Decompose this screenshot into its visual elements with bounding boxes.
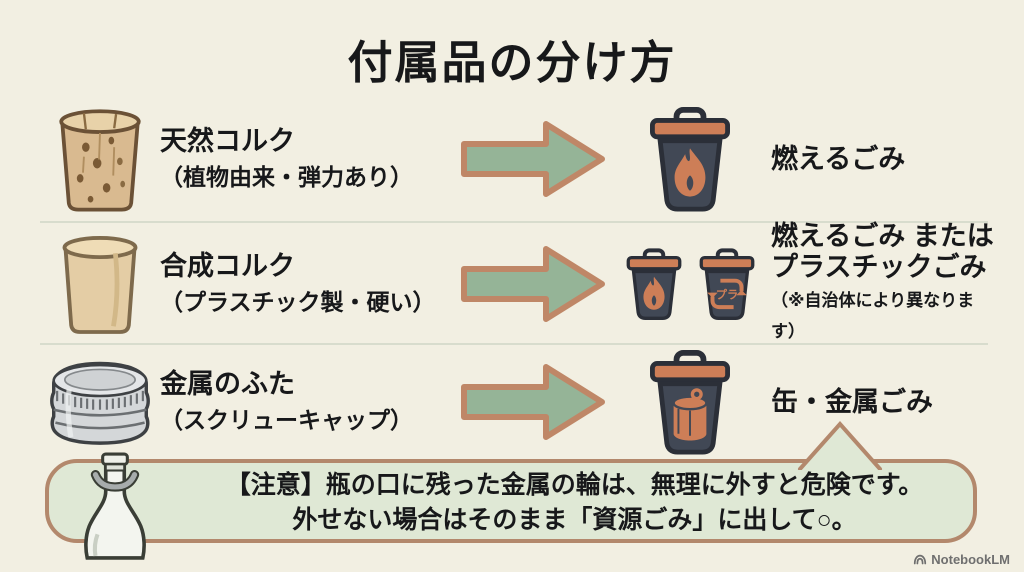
caution-line2: 外せない場合はそのまま「資源ごみ」に出して○。: [292, 506, 857, 534]
bottle-icon: [84, 452, 146, 560]
notebooklm-logo-icon: [914, 554, 927, 564]
caution-note-box: [45, 459, 977, 543]
notebooklm-watermark: NotebookLM: [913, 552, 1010, 567]
caution-line1: 【注意】瓶の口に残った金属の輪は、無理に外すと危険です。: [225, 471, 924, 499]
result-note: （※自治体により異なります）: [771, 291, 975, 341]
natural-cork-icon: [40, 104, 160, 214]
metal-cap-label: 金属のふた （スクリューキャップ）: [160, 366, 450, 438]
row-divider: [40, 221, 988, 223]
page-title: 付属品の分け方: [347, 37, 677, 88]
metal-cap-result: 缶・金属ごみ: [765, 387, 994, 418]
natural-cork-result: 燃えるごみ: [765, 144, 994, 175]
plastic-recycle-bin-icon: プラ: [699, 248, 754, 320]
result-line1: 燃えるごみ または: [771, 221, 994, 251]
metal-can-bin-icon: [615, 349, 765, 455]
label-line1: 合成コルク: [160, 251, 295, 281]
row-divider: [40, 343, 988, 345]
result-line2: プラスチックごみ: [771, 252, 987, 282]
synthetic-cork-result: 燃えるごみ または プラスチックごみ （※自治体により異なります）: [765, 221, 994, 347]
row-metal-cap: 金属のふた （スクリューキャップ） 缶・金属ごみ: [40, 346, 994, 458]
result-line1: 燃えるごみ: [771, 143, 906, 174]
bin-pair: プラ: [615, 238, 765, 330]
caution-note-text: 【注意】瓶の口に残った金属の輪は、無理に外すと危険です。 外せない場合はそのまま…: [165, 468, 984, 538]
burnable-bin-icon: [626, 248, 681, 320]
result-line1: 缶・金属ごみ: [771, 386, 933, 417]
row-natural-cork: 天然コルク （植物由来・弾力あり） 燃えるごみ: [40, 98, 994, 220]
arrow-icon: [450, 359, 615, 445]
label-line2: （植物由来・弾力あり）: [160, 164, 413, 190]
label-line1: 金属のふた: [160, 369, 295, 399]
arrow-icon: [450, 241, 615, 327]
metal-cap-icon: [40, 354, 160, 450]
natural-cork-label: 天然コルク （植物由来・弾力あり）: [160, 123, 450, 195]
row-synthetic-cork: 合成コルク （プラスチック製・硬い）: [40, 221, 994, 342]
synthetic-cork-label: 合成コルク （プラスチック製・硬い）: [160, 248, 450, 320]
label-line2: （スクリューキャップ）: [160, 407, 413, 433]
label-line1: 天然コルク: [160, 126, 295, 156]
speech-bubble-tail: [798, 420, 882, 470]
svg-text:プラ: プラ: [715, 288, 737, 302]
label-line2: （プラスチック製・硬い）: [160, 289, 436, 315]
watermark-label: NotebookLM: [931, 552, 1010, 567]
synthetic-cork-icon: [40, 232, 160, 336]
burnable-bin-icon: [615, 106, 765, 212]
arrow-icon: [450, 116, 615, 202]
